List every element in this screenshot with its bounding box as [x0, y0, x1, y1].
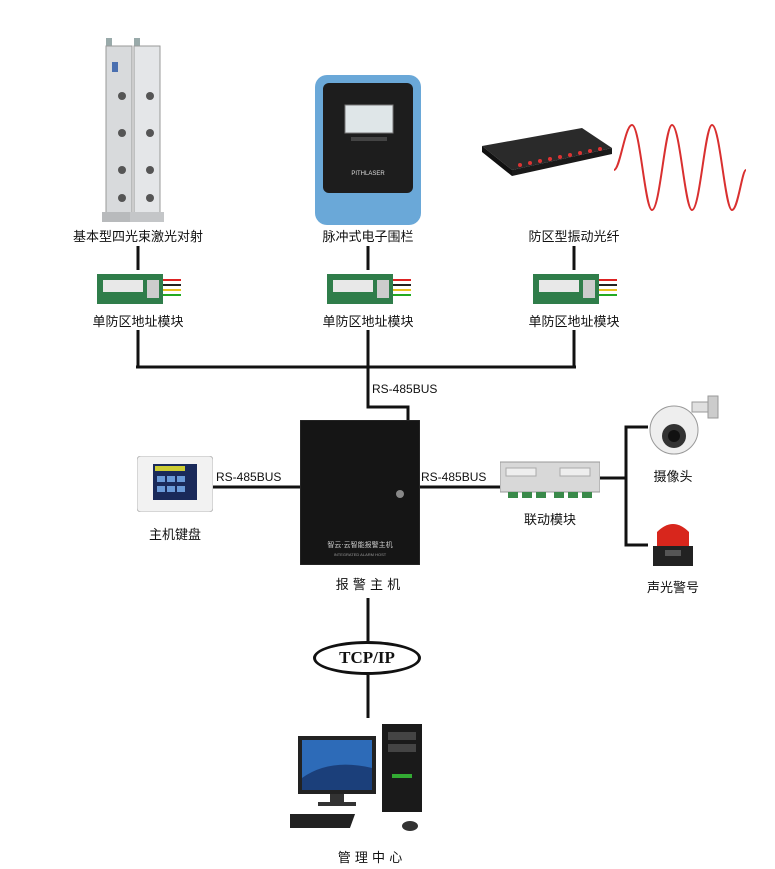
camera-siren-branch-line: [624, 425, 648, 547]
management-center-label: 管 理 中 心: [337, 851, 403, 866]
svg-text:INTEGRATED ALARM HOST: INTEGRATED ALARM HOST: [334, 552, 387, 557]
linkage-module-image: [500, 461, 600, 498]
camera-image: [649, 395, 719, 455]
address-module-3-image: [533, 274, 617, 304]
laser-beam-label: 基本型四光束激光对射: [72, 230, 204, 245]
bus-right-label: RS-485BUS: [421, 470, 487, 484]
electric-fence-label: 脉冲式电子围栏: [322, 230, 414, 245]
vibration-fiber-image: [482, 128, 612, 176]
host-keyboard-image: [137, 456, 213, 512]
address-module-1-label: 单防区地址模块: [92, 315, 184, 330]
address-module-2-image: [327, 274, 411, 304]
laser-beam-detector-image: [102, 38, 164, 222]
svg-text:智云·云智能报警主机: 智云·云智能报警主机: [327, 540, 392, 549]
siren-image: [653, 524, 693, 566]
host-keyboard-label: 主机键盘: [148, 528, 202, 543]
tcp-ip-ellipse: TCP/IP: [313, 641, 421, 675]
siren-label: 声光警号: [646, 581, 700, 596]
alarm-host-image: 智云·云智能报警主机 INTEGRATED ALARM HOST: [300, 420, 420, 565]
address-module-2-label: 单防区地址模块: [322, 315, 414, 330]
management-computer-image: [290, 724, 422, 831]
camera-label: 摄像头: [653, 470, 693, 485]
vibration-wave: [613, 123, 747, 212]
address-module-1-image: [97, 274, 181, 304]
tcp-ip-label: TCP/IP: [339, 648, 395, 667]
svg-text:PITHLASER: PITHLASER: [351, 171, 385, 177]
bus-left-label: RS-485BUS: [216, 470, 282, 484]
linkage-module-label: 联动模块: [523, 513, 577, 528]
bus-to-host-line: [366, 367, 410, 420]
address-module-3-label: 单防区地址模块: [528, 315, 620, 330]
alarm-host-label: 报 警 主 机: [335, 578, 401, 593]
vibration-fiber-label: 防区型振动光纤: [528, 230, 620, 245]
bus-top-label: RS-485BUS: [372, 382, 438, 396]
electric-fence-image: PITHLASER: [315, 75, 421, 225]
